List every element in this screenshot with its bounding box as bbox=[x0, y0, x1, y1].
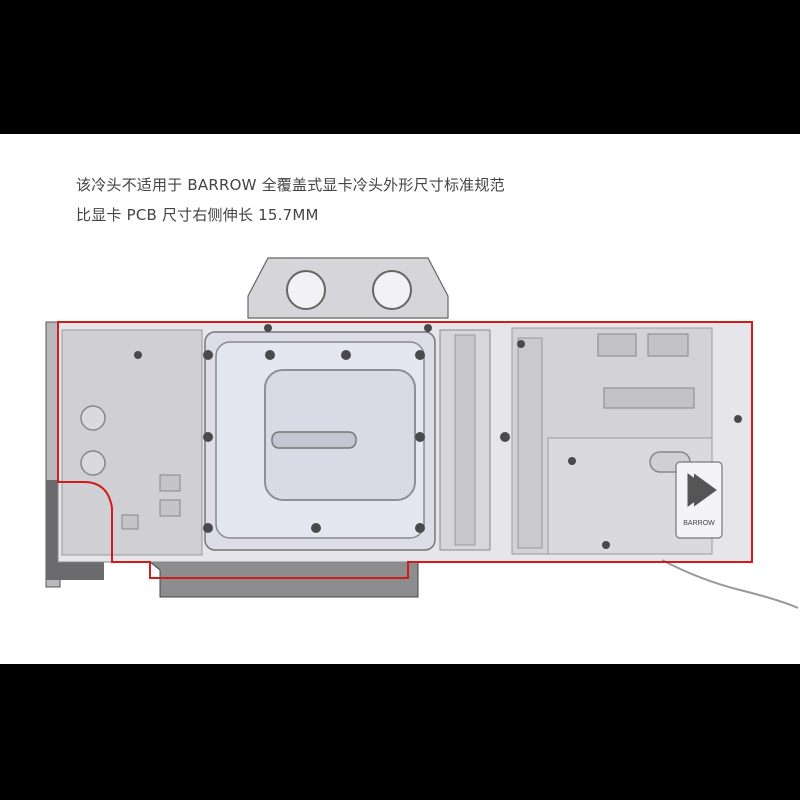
screw bbox=[265, 350, 275, 360]
left-boss-1 bbox=[80, 405, 106, 431]
screw bbox=[341, 350, 351, 360]
screw bbox=[517, 340, 525, 348]
left-chip-1 bbox=[159, 474, 181, 492]
right-chip-2 bbox=[647, 333, 689, 357]
screw bbox=[500, 432, 510, 442]
standard-size-outline bbox=[57, 321, 753, 579]
screw bbox=[134, 351, 142, 359]
left-chip-2 bbox=[159, 499, 181, 517]
gpu-slot bbox=[271, 431, 357, 449]
screw bbox=[203, 432, 213, 442]
screw bbox=[602, 541, 610, 549]
screw bbox=[424, 324, 432, 332]
screw bbox=[203, 523, 213, 533]
screw bbox=[264, 324, 272, 332]
barrow-logo-icon bbox=[687, 473, 717, 507]
port-left bbox=[286, 270, 326, 310]
divider-rib bbox=[454, 334, 476, 546]
screw bbox=[734, 415, 742, 423]
screw bbox=[415, 523, 425, 533]
caption-line-1: 该冷头不适用于 BARROW 全覆盖式显卡冷头外形尺寸标准规范 bbox=[76, 176, 505, 194]
right-chip-3 bbox=[603, 387, 695, 409]
terminal-top bbox=[247, 257, 449, 319]
left-boss-2 bbox=[80, 450, 106, 476]
left-chip-3 bbox=[121, 514, 139, 530]
screw bbox=[311, 523, 321, 533]
screw bbox=[568, 457, 576, 465]
screws bbox=[134, 324, 742, 549]
screw bbox=[415, 432, 425, 442]
right-chip-1 bbox=[597, 333, 637, 357]
pcie-connector bbox=[148, 561, 419, 598]
caption-line-2: 比显卡 PCB 尺寸右侧伸长 15.7MM bbox=[76, 206, 319, 224]
right-fin-strip bbox=[517, 337, 543, 549]
screw bbox=[203, 350, 213, 360]
port-right bbox=[372, 270, 412, 310]
led-cable bbox=[661, 559, 799, 609]
logo-text: BARROW bbox=[683, 520, 715, 527]
screw bbox=[415, 350, 425, 360]
